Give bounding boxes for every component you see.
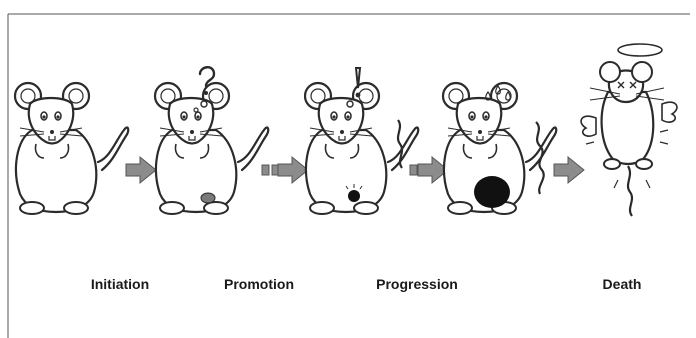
- arrow-right-icon: [261, 156, 309, 184]
- mouse-icon: [153, 81, 270, 216]
- arrow-right-icon: [125, 156, 157, 184]
- question-mark-icon: [193, 66, 216, 113]
- halo-icon: [617, 43, 663, 57]
- stage-label-initiation: Initiation: [90, 276, 150, 292]
- tumor-large: [474, 176, 510, 208]
- wing-icon: [580, 115, 597, 137]
- stage-label-death: Death: [602, 276, 642, 292]
- arrow-right-icon: [409, 156, 449, 184]
- stage-label-promotion: Promotion: [224, 276, 294, 292]
- mouse-icon: [303, 81, 420, 216]
- mouse-icon: [585, 61, 669, 217]
- tumor-small: [200, 192, 216, 204]
- exclamation-mark-icon: [346, 67, 362, 108]
- stage-label-progression: Progression: [376, 276, 458, 292]
- arrow-right-icon: [553, 156, 585, 184]
- wing-icon: [661, 101, 678, 123]
- mouse-icon: [441, 81, 558, 216]
- mouse-icon: [13, 81, 130, 216]
- tumor-medium: [348, 190, 360, 202]
- sweat-drops-icon: [485, 84, 511, 101]
